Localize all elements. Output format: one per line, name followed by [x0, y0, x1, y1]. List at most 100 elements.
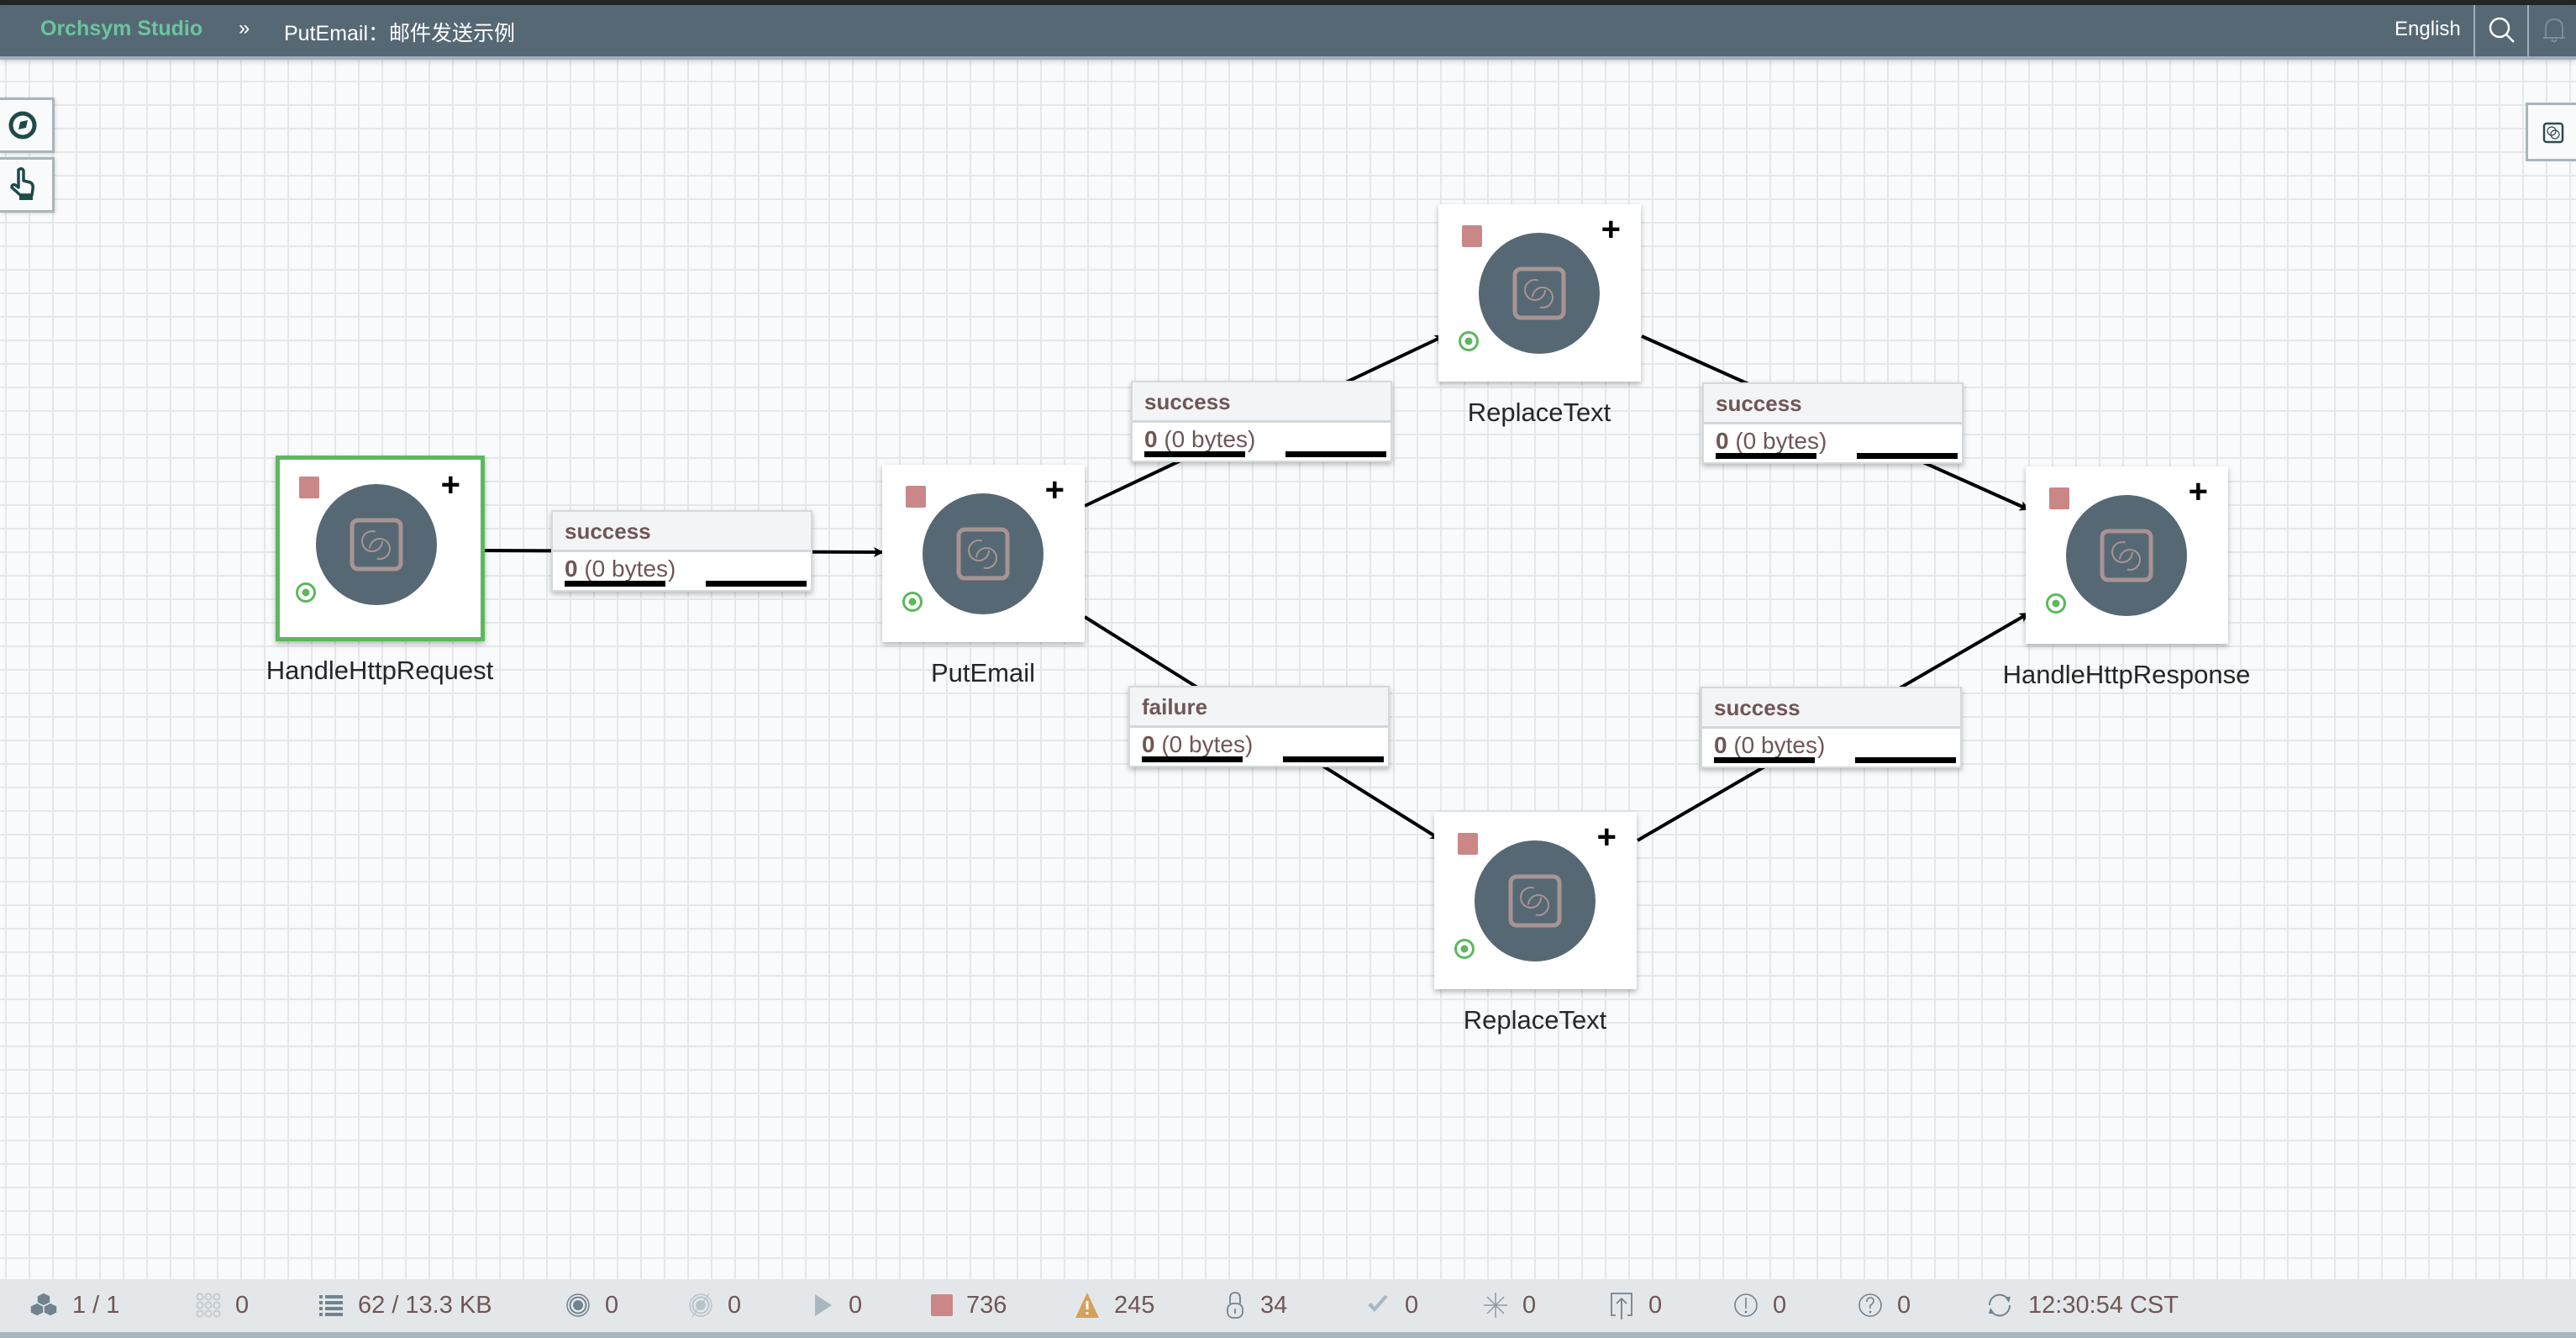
- status-locally-modified: 0: [1482, 1290, 1536, 1320]
- processor-label: HandleHttpResponse: [2002, 660, 2251, 689]
- transmitting-icon: [565, 1290, 591, 1320]
- backpressure-count-bar: [1714, 757, 1815, 763]
- status-bar-border: [0, 1332, 2576, 1338]
- header-divider: [2473, 5, 2475, 56]
- status-value: 1 / 1: [72, 1291, 120, 1319]
- plus-icon[interactable]: +: [1044, 471, 1065, 508]
- operate-button[interactable]: [0, 157, 55, 213]
- connection-label-success[interactable]: success 0 (0 bytes): [1702, 382, 1964, 464]
- connection-header: success: [1704, 384, 1962, 424]
- stopped-status-icon: [1462, 225, 1482, 247]
- status-bar: 1 / 1 0 62 / 13.3 KB 0 0 0 736 245 34 0 …: [0, 1279, 2576, 1332]
- status-transmitting: 0: [565, 1290, 618, 1320]
- connection-queue: 0 (0 bytes): [1702, 729, 1960, 768]
- plus-icon[interactable]: +: [1601, 211, 1621, 248]
- connection-header: success: [1133, 382, 1391, 423]
- status-value: 0: [605, 1291, 619, 1319]
- queued-count: 0: [1714, 732, 1727, 758]
- connection-header: success: [1702, 688, 1960, 729]
- language-selector[interactable]: English: [2395, 18, 2461, 40]
- relationship-name: success: [1144, 389, 1231, 414]
- threads-icon: [195, 1290, 222, 1320]
- plus-icon[interactable]: +: [1596, 819, 1617, 856]
- status-disabled: 34: [1223, 1290, 1287, 1320]
- upload-icon: [1608, 1290, 1635, 1320]
- run-schedule-icon: [1454, 939, 1475, 959]
- status-value: 736: [966, 1291, 1007, 1319]
- connection-label-success[interactable]: success 0 (0 bytes): [1131, 381, 1392, 462]
- brand-logo[interactable]: Orchsym Studio: [40, 17, 203, 40]
- status-value: 0: [728, 1291, 742, 1319]
- queued-count: 0: [1142, 731, 1155, 757]
- run-schedule-icon: [1459, 331, 1479, 351]
- processor-replacetext[interactable]: +: [1434, 812, 1637, 989]
- backpressure-size-bar: [706, 581, 807, 587]
- compass-icon: [8, 111, 37, 140]
- asterisk-icon: [1482, 1290, 1509, 1320]
- processor-glyph-icon: [1512, 266, 1566, 320]
- status-last-refreshed[interactable]: 12:30:54 CST: [1985, 1290, 2179, 1320]
- header-divider: [2527, 5, 2529, 56]
- processor-label: ReplaceText: [1467, 398, 1611, 427]
- not-transmitting-icon: [687, 1290, 714, 1320]
- list-icon: [318, 1290, 344, 1320]
- cubes-icon: [29, 1290, 59, 1320]
- processor-icon-circle: [2066, 495, 2187, 616]
- processor-label: ReplaceText: [1463, 1005, 1607, 1035]
- component-panel-button[interactable]: [2526, 103, 2576, 161]
- connection-queue: 0 (0 bytes): [1133, 423, 1391, 462]
- status-value: 0: [849, 1291, 863, 1319]
- status-sync-failure: 0: [1857, 1290, 1911, 1320]
- check-icon: [1364, 1290, 1391, 1320]
- queued-stats: 0 (0 bytes): [1714, 732, 1825, 759]
- queued-size: (0 bytes): [584, 556, 676, 582]
- relationship-name: success: [1714, 695, 1801, 720]
- queued-count: 0: [1716, 428, 1729, 454]
- connection-header: success: [553, 512, 811, 552]
- queued-size: (0 bytes): [1164, 426, 1256, 452]
- processor-handlehttpresponse[interactable]: +: [2026, 466, 2228, 644]
- queued-count: 0: [1144, 426, 1158, 452]
- status-invalid: 245: [1074, 1290, 1154, 1320]
- lock-icon: [1223, 1290, 1247, 1320]
- backpressure-size-bar: [1855, 757, 1956, 763]
- processor-glyph-icon: [350, 518, 403, 572]
- backpressure-size-bar: [1283, 756, 1384, 762]
- breadcrumb-separator: »: [239, 17, 250, 40]
- backpressure-size-bar: [1285, 451, 1386, 457]
- search-icon: [2489, 17, 2515, 43]
- run-schedule-icon: [2046, 593, 2066, 614]
- connection-label-success[interactable]: success 0 (0 bytes): [551, 510, 812, 592]
- plus-icon[interactable]: +: [2188, 473, 2208, 510]
- hand-pointer-icon: [10, 166, 34, 200]
- status-value: 0: [1897, 1291, 1911, 1319]
- navigate-button[interactable]: [0, 97, 55, 153]
- notifications-button[interactable]: [2539, 15, 2569, 45]
- status-stale: 0: [1608, 1290, 1662, 1320]
- processor-replacetext[interactable]: +: [1438, 204, 1641, 382]
- processor-putemail[interactable]: +: [882, 465, 1085, 642]
- question-circle-icon: [1857, 1290, 1884, 1320]
- status-up-to-date: 0: [1364, 1290, 1418, 1320]
- backpressure-count-bar: [1716, 453, 1816, 459]
- play-icon: [812, 1290, 835, 1320]
- processor-handlehttprequest[interactable]: +: [276, 456, 485, 641]
- stopped-status-icon: [1458, 833, 1478, 855]
- processor-label: HandleHttpRequest: [265, 656, 494, 685]
- plus-icon[interactable]: +: [440, 466, 460, 503]
- processor-icon-circle: [1475, 840, 1596, 961]
- search-button[interactable]: [2487, 15, 2517, 45]
- warning-icon: [1074, 1290, 1101, 1320]
- relationship-name: failure: [1142, 694, 1208, 719]
- breadcrumb[interactable]: PutEmail：邮件发送示例: [284, 22, 516, 45]
- refresh-icon: [1985, 1290, 2015, 1320]
- status-value: 0: [235, 1291, 250, 1319]
- connection-label-success[interactable]: success 0 (0 bytes): [1701, 687, 1962, 768]
- queued-stats: 0 (0 bytes): [565, 556, 676, 582]
- status-running: 0: [812, 1290, 862, 1320]
- processor-glyph-icon: [956, 527, 1010, 581]
- processor-glyph-icon: [1508, 874, 1562, 928]
- connection-label-failure[interactable]: failure 0 (0 bytes): [1128, 686, 1390, 767]
- backpressure-count-bar: [1142, 756, 1243, 762]
- processor-icon-circle: [316, 484, 437, 605]
